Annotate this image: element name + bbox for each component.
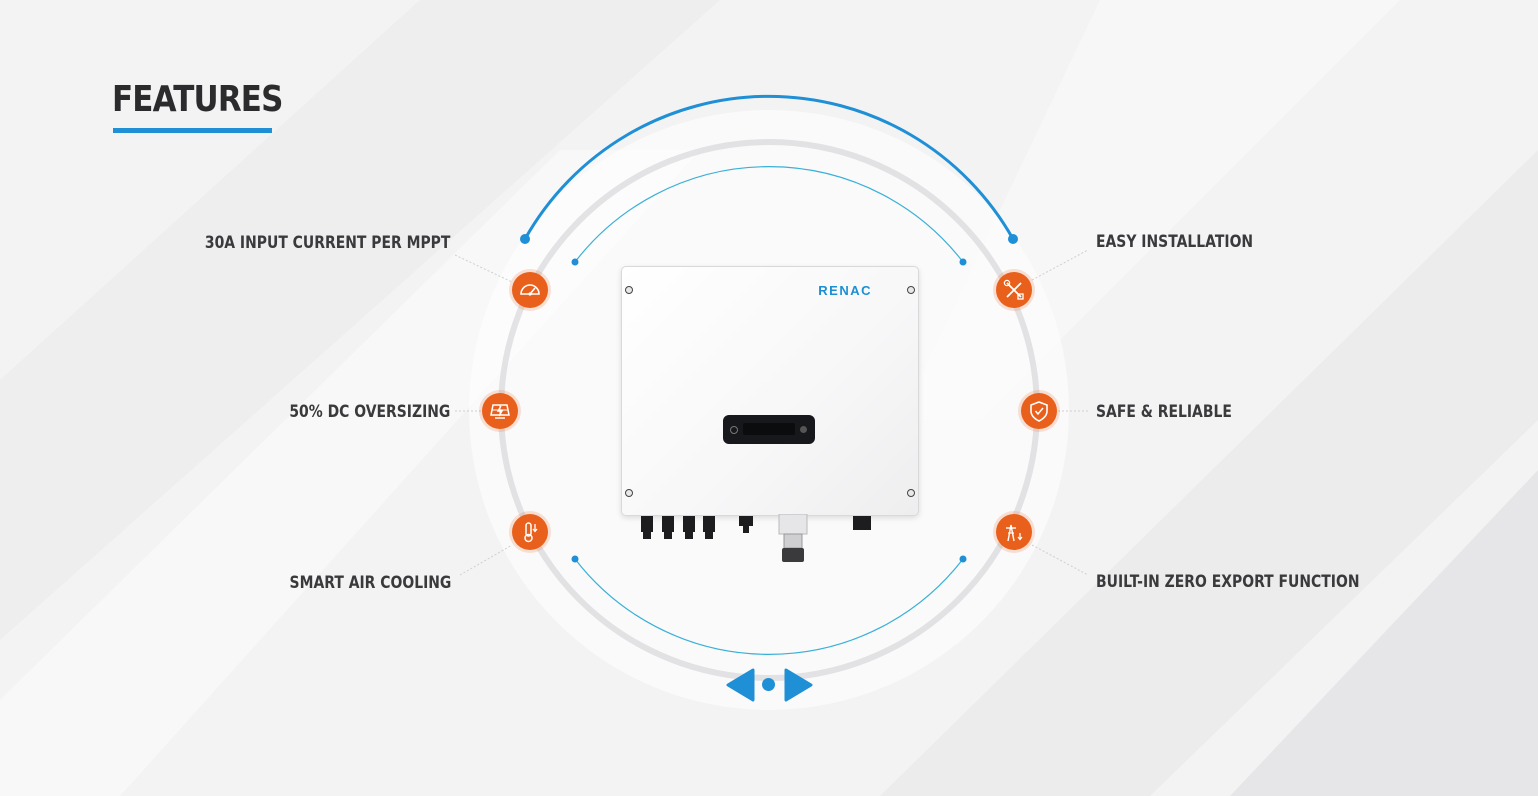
display-button <box>730 426 738 434</box>
screw <box>625 489 633 497</box>
tools-icon <box>996 272 1032 308</box>
prev-arrow-button[interactable] <box>725 668 757 702</box>
status-led <box>800 426 807 433</box>
screw <box>907 489 915 497</box>
screw <box>625 286 633 294</box>
carousel-dot[interactable] <box>762 678 775 691</box>
feature-label-air-cooling: SMART AIR COOLING <box>289 573 451 593</box>
power-tower-icon <box>996 514 1032 550</box>
feature-label-zero-export: BUILT-IN ZERO EXPORT FUNCTION <box>1096 572 1360 592</box>
gauge-icon <box>512 272 548 308</box>
solar-panel-icon <box>482 393 518 429</box>
next-arrow-button[interactable] <box>782 668 814 702</box>
feature-label-safe-reliable: SAFE & RELIABLE <box>1096 402 1232 422</box>
display-screen <box>743 423 795 435</box>
inverter-display <box>723 415 815 444</box>
screw <box>907 286 915 294</box>
shield-icon <box>1021 393 1057 429</box>
thermometer-icon <box>512 514 548 550</box>
section-title: FEATURES <box>112 79 283 120</box>
feature-label-easy-installation: EASY INSTALLATION <box>1096 232 1254 252</box>
title-underline <box>113 128 272 133</box>
inverter-connectors <box>641 514 871 562</box>
brand-logo: RENAC <box>818 283 872 298</box>
feature-label-dc-oversizing: 50% DC OVERSIZING <box>288 402 450 422</box>
feature-label-input-current: 30A INPUT CURRENT PER MPPT <box>204 233 450 253</box>
inverter-product-image: RENAC <box>621 266 919 516</box>
